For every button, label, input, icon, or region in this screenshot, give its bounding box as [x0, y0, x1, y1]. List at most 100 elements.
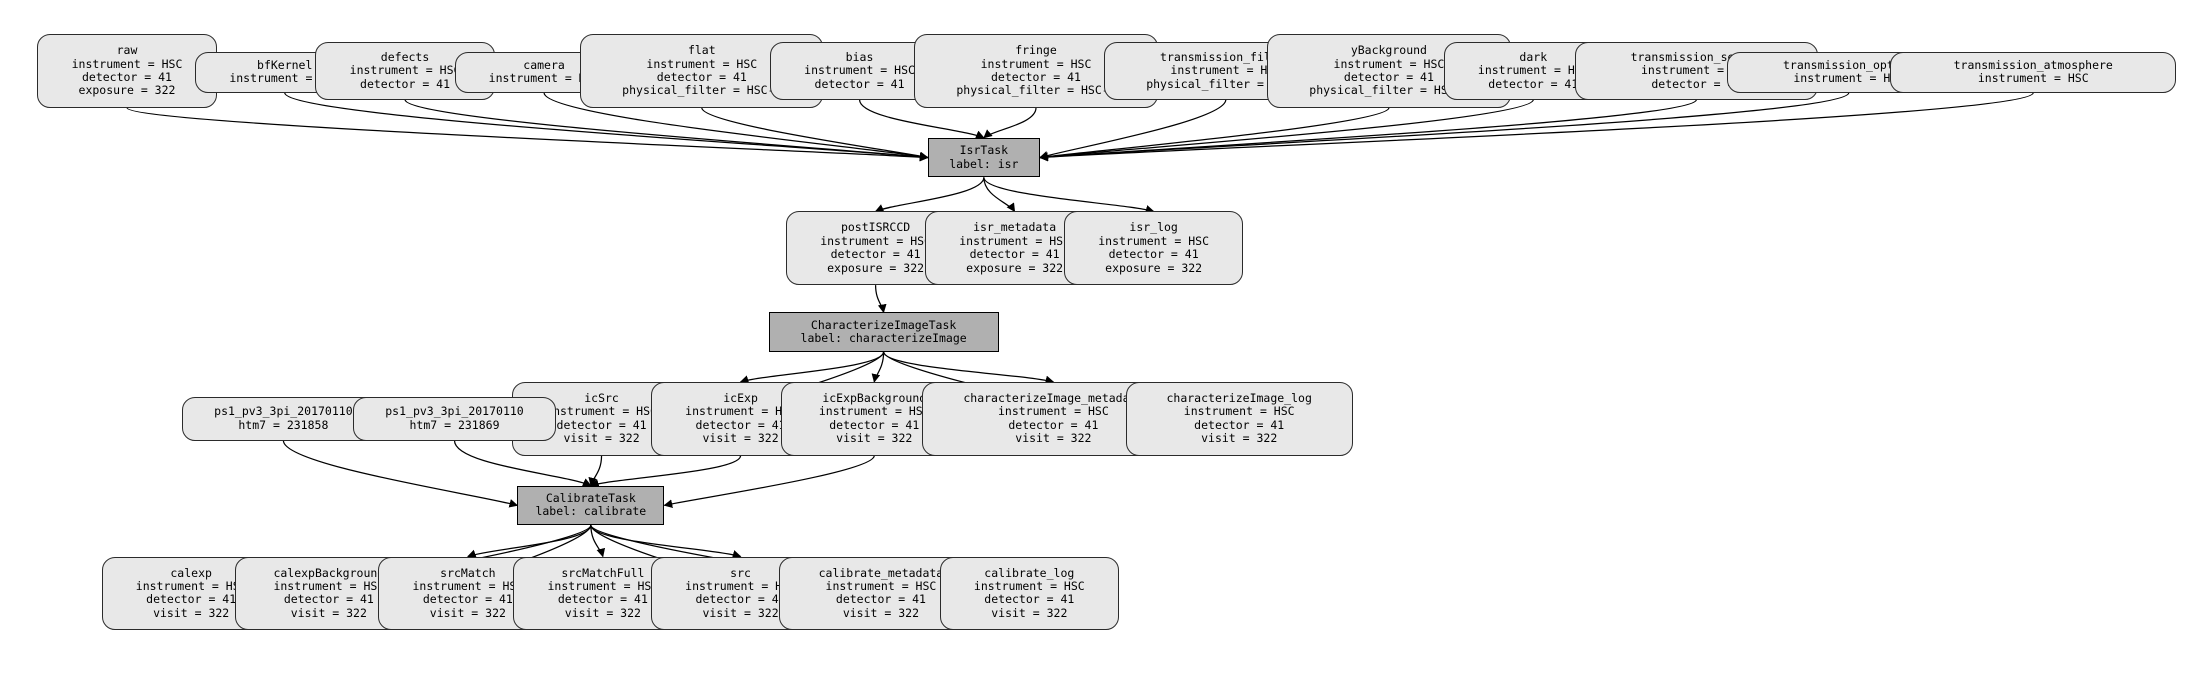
node-attr: instrument = HSC — [546, 404, 657, 419]
node-attr: detector = 41 — [1008, 417, 1099, 432]
node-attr: instrument = HSC — [980, 56, 1092, 71]
node-title: fringe — [1015, 43, 1057, 58]
edge-flat-to-IsrTask — [701, 107, 929, 161]
node-attr: physical_filter = HSC-Y — [1309, 83, 1469, 98]
node-attr: detector = 41 — [969, 247, 1060, 262]
node-attr: physical_filter = HSC-Y — [1146, 76, 1306, 91]
edge-icExpBackground-to-CalibrateTask — [663, 455, 875, 509]
edge-fringe-to-IsrTask — [983, 107, 1037, 139]
node-attr: detector = 41 — [81, 69, 172, 84]
node-attr: visit = 322 — [702, 605, 779, 620]
node-attr: detector = 41 — [835, 592, 926, 607]
node-attr: instrument = HSC — [959, 233, 1070, 248]
node-title: characterizeImage_metadata — [963, 390, 1144, 405]
node-attr: detector = 41 — [1108, 247, 1199, 262]
node-attr: instrument = HSC — [818, 404, 930, 419]
node-attr: instrument = HSC — [646, 56, 758, 71]
edge-CharacterizeImageTask-to-icExpBackground — [871, 351, 885, 383]
node-title: ps1_pv3_3pi_20170110 — [214, 404, 353, 419]
node-title: calexpBackground — [273, 565, 385, 580]
edge-transmission_atmosphere-to-IsrTask — [1039, 92, 2034, 162]
node-attr: exposure = 322 — [1105, 260, 1203, 275]
edge-CharacterizeImageTask-to-icExp — [739, 351, 885, 384]
node-attr: visit = 322 — [842, 605, 919, 620]
node-attr: detector = 41 — [557, 592, 648, 607]
node-attr: detector = 41 — [829, 417, 920, 432]
edge-yBackground-to-IsrTask — [1039, 107, 1390, 161]
node-attr: htm7 = 231858 — [238, 417, 329, 432]
node-attr: instrument = HSC — [1170, 63, 1282, 78]
node-attr: detector = 41 — [1651, 76, 1742, 91]
node-title: icSrc — [584, 390, 619, 405]
node-attr: physical_filter = HSC-Y — [622, 83, 782, 98]
node-attr: label: characterizeImage — [800, 331, 967, 346]
node-attr: exposure = 322 — [966, 260, 1064, 275]
node-title: camera — [523, 57, 565, 72]
node-attr: instrument = HSC — [1640, 63, 1752, 78]
node-attr: visit = 322 — [290, 605, 367, 620]
node-attr: detector = 41 — [1194, 417, 1285, 432]
node-title: postISRCCD — [840, 220, 911, 235]
node-attr: htm7 = 231869 — [409, 417, 500, 432]
node-attr: detector = 41 — [814, 76, 905, 91]
node-attr: instrument = HSC — [1098, 233, 1210, 248]
node-attr: visit = 322 — [563, 431, 640, 446]
node-attr: instrument = HSC — [229, 71, 341, 86]
node-attr: instrument = HSC — [135, 578, 247, 593]
node-attr: detector = 41 — [360, 76, 451, 91]
node-attr: instrument = HSC — [349, 63, 461, 78]
node-title: IsrTask — [959, 143, 1009, 158]
node-attr: instrument = HSC — [1793, 71, 1905, 86]
node-attr: visit = 322 — [429, 605, 506, 620]
edge-CharacterizeImageTask-to-characterizeImage_metadata — [882, 351, 1055, 385]
node-attr: detector = 41 — [656, 69, 747, 84]
edge-transmission_filter-to-IsrTask — [1039, 99, 1227, 160]
node-title: bfKernel — [257, 57, 313, 72]
edge-postISRCCD-to-CharacterizeImageTask — [874, 285, 887, 314]
node-title: yBackground — [1350, 43, 1427, 58]
node-attr: visit = 322 — [564, 605, 641, 620]
node-attr: visit = 322 — [991, 605, 1068, 620]
node-attr: visit = 322 — [153, 605, 230, 620]
node-attr: visit = 322 — [836, 431, 913, 446]
node-attr: detector = 41 — [1488, 76, 1579, 91]
edge-icExp-to-CalibrateTask — [590, 455, 742, 488]
node-attr: detector = 41 — [422, 592, 513, 607]
node-title: transmission_atmosphere — [1953, 57, 2113, 72]
node-title: icExpBackground — [822, 390, 927, 405]
node-title: characterizeImage_log — [1166, 390, 1312, 405]
edge-transmission_sensor-to-IsrTask — [1039, 99, 1697, 162]
edge-icSrc-to-CalibrateTask — [588, 455, 603, 487]
edge-IsrTask-to-isr_metadata — [983, 177, 1016, 213]
edge-defects-to-IsrTask — [404, 99, 929, 162]
node-title: calexp — [170, 565, 212, 580]
node-attr: instrument = HSC — [685, 404, 796, 419]
edge-IsrTask-to-postISRCCD — [874, 177, 985, 213]
node-attr: physical_filter = HSC-Y — [956, 83, 1116, 98]
node-attr: detector = 41 — [830, 247, 921, 262]
node-attr: instrument = HSC — [804, 63, 915, 78]
node-title: transmission_optics — [1782, 57, 1915, 72]
node-title: srcMatch — [440, 565, 496, 580]
node-attr: detector = 41 — [695, 417, 786, 432]
node-title: transmission_filter — [1160, 49, 1292, 64]
node-attr: instrument = HSC — [547, 578, 659, 593]
node-attr: detector = 41 — [146, 592, 237, 607]
node-attr: instrument = HSC — [997, 404, 1109, 419]
node-title: CalibrateTask — [545, 490, 636, 505]
node-attr: instrument = HSC — [412, 578, 524, 593]
node-attr: instrument = HSC — [685, 578, 796, 593]
node-title: src — [730, 565, 751, 580]
node-attr: exposure = 322 — [78, 83, 176, 98]
